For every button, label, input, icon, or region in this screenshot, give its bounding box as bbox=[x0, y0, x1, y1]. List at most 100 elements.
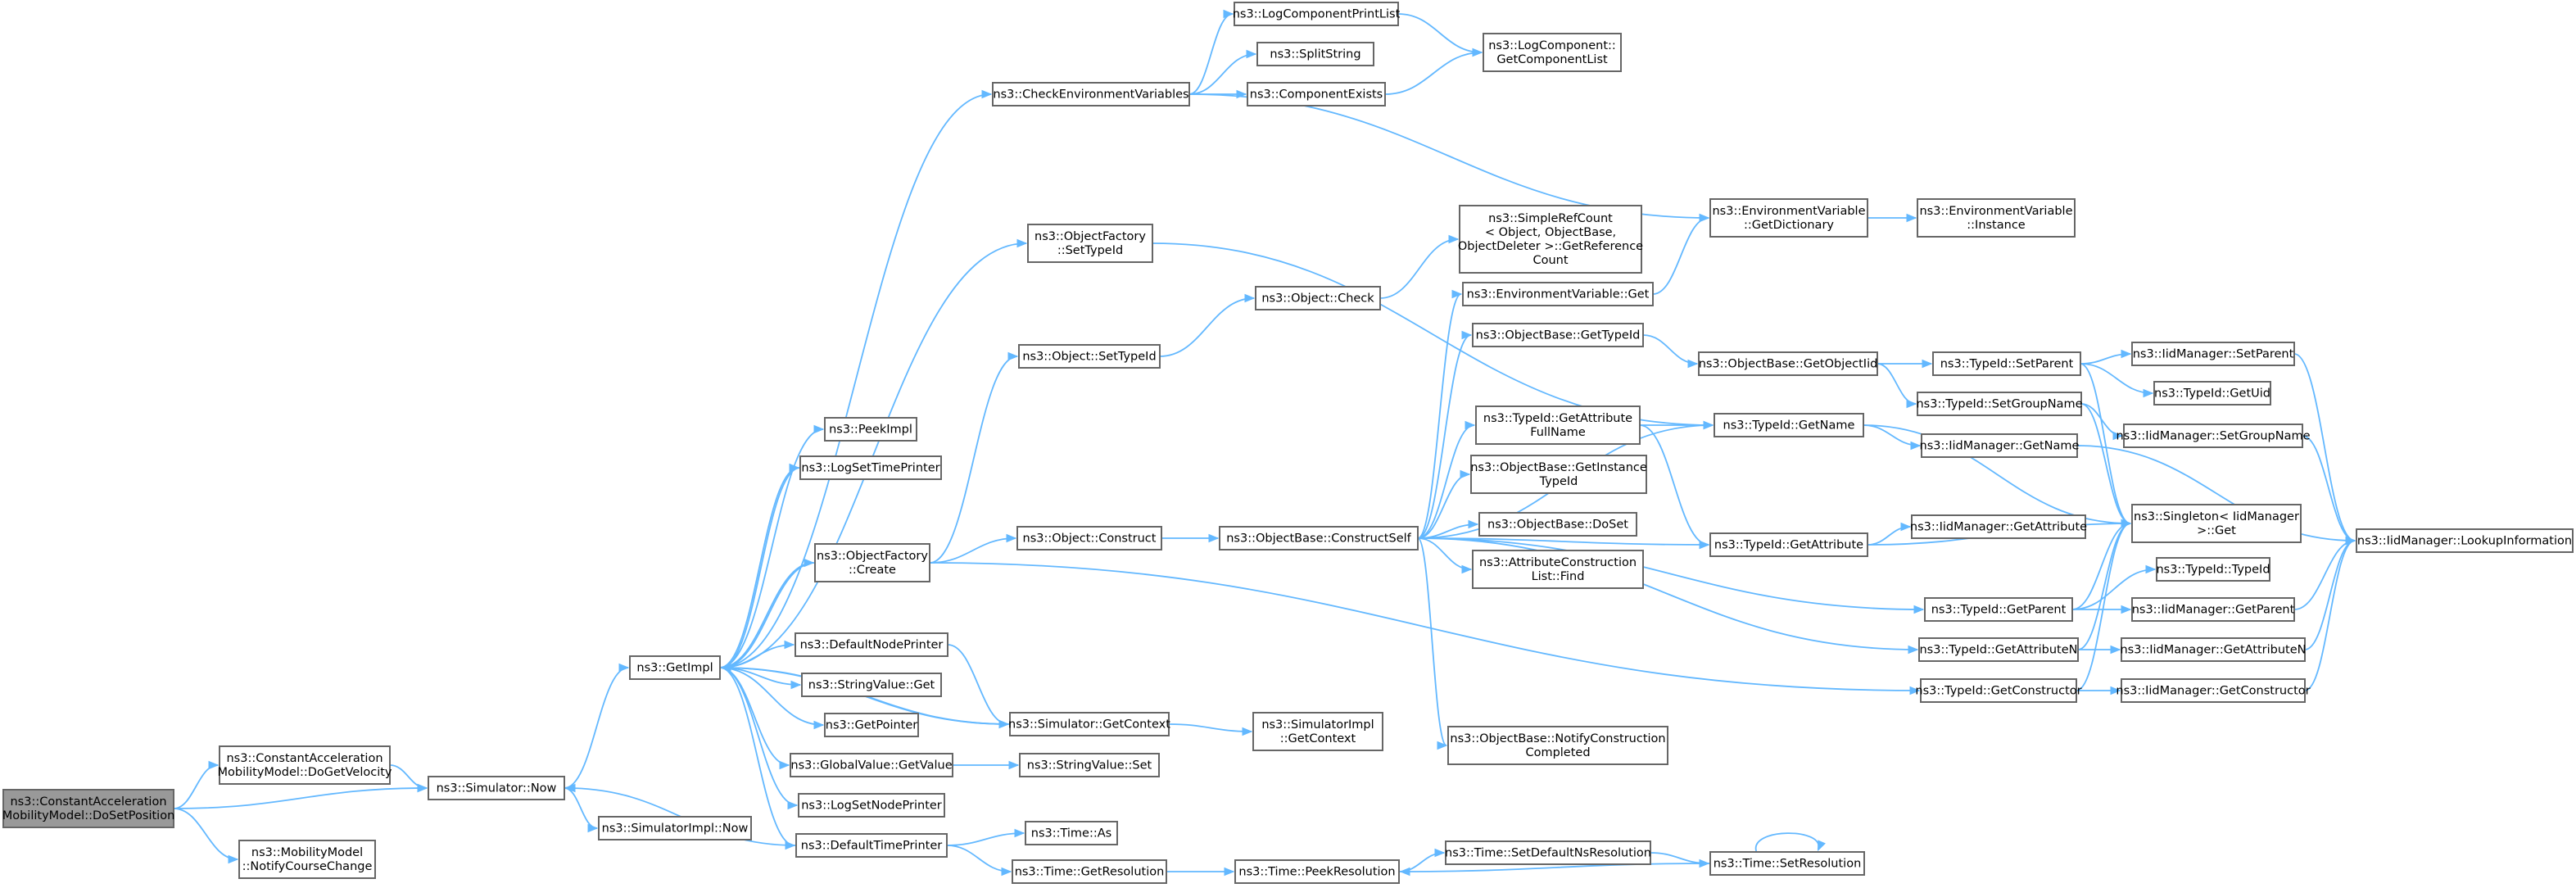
node-notify-course[interactable]: ns3::MobilityModel::NotifyCourseChange bbox=[238, 840, 376, 879]
edge-arrowhead bbox=[1244, 293, 1256, 303]
edge-line bbox=[1397, 13, 1483, 53]
node-comp-exists[interactable]: ns3::ComponentExists bbox=[1247, 82, 1386, 106]
node-sim-impl-get-context[interactable]: ns3::SimulatorImpl::GetContext bbox=[1252, 712, 1383, 751]
edge-tid-get-attribute-to-iid-get-attribute bbox=[1867, 522, 1912, 546]
node-global-value-get-value[interactable]: ns3::GlobalValue::GetValue bbox=[790, 753, 953, 777]
edge-of-create-to-obj-construct bbox=[929, 533, 1017, 564]
edge-of-create-to-tid-get-constructor bbox=[929, 562, 1921, 695]
node-label: ns3::StringValue::Set bbox=[1027, 759, 1152, 772]
node-label: ns3::SimulatorImpl bbox=[1261, 718, 1374, 732]
node-label: ::NotifyCourseChange bbox=[242, 860, 373, 873]
node-env-get[interactable]: ns3::EnvironmentVariable::Get bbox=[1462, 282, 1654, 306]
node-time-as[interactable]: ns3::Time::As bbox=[1025, 821, 1118, 845]
node-ob-notify-construction[interactable]: ns3::ObjectBase::NotifyConstructionCompl… bbox=[1447, 726, 1668, 765]
node-obj-construct[interactable]: ns3::Object::Construct bbox=[1016, 526, 1162, 550]
node-tid-set-parent[interactable]: ns3::TypeId::SetParent bbox=[1932, 351, 2081, 376]
node-of-set-type-id[interactable]: ns3::ObjectFactory::SetTypeId bbox=[1027, 224, 1153, 263]
node-get-impl[interactable]: ns3::GetImpl bbox=[629, 655, 721, 680]
node-obj-set-type-id[interactable]: ns3::Object::SetTypeId bbox=[1018, 344, 1161, 369]
node-iid-get-attribute[interactable]: ns3::IidManager::GetAttribute bbox=[1910, 514, 2087, 539]
edge-arrowhead bbox=[2121, 605, 2132, 614]
node-do-get-velocity[interactable]: ns3::ConstantAccelerationMobilityModel::… bbox=[217, 745, 392, 785]
node-log-comp-print-list[interactable]: ns3::LogComponentPrintList bbox=[1233, 2, 1401, 26]
node-default-node-printer[interactable]: ns3::DefaultNodePrinter bbox=[795, 632, 948, 657]
node-label: ns3::Simulator::GetContext bbox=[1008, 718, 1170, 732]
node-tid-get-uid[interactable]: ns3::TypeId::GetUid bbox=[2153, 381, 2271, 405]
node-simple-ref-count[interactable]: ns3::SimpleRefCount< Object, ObjectBase,… bbox=[1458, 205, 1643, 274]
node-time-get-resolution[interactable]: ns3::Time::GetResolution bbox=[1012, 859, 1167, 884]
node-label: Count bbox=[1532, 254, 1568, 267]
edge-line bbox=[2077, 523, 2131, 650]
node-box bbox=[428, 776, 565, 800]
node-iid-get-attribute-n[interactable]: ns3::IidManager::GetAttributeN bbox=[2120, 637, 2307, 662]
node-string-value-set[interactable]: ns3::StringValue::Set bbox=[1019, 753, 1160, 777]
edge-line bbox=[2076, 523, 2131, 691]
node-singleton-get[interactable]: ns3::Singleton< IidManager>::Get bbox=[2131, 504, 2302, 543]
edge-line bbox=[1417, 424, 1475, 539]
edge-default-node-printer-to-sim-get-context bbox=[947, 644, 1010, 729]
node-label: ns3::ObjectBase::GetInstance bbox=[1470, 461, 1647, 474]
node-log-set-time-printer[interactable]: ns3::LogSetTimePrinter bbox=[799, 455, 942, 480]
node-time-set-default-ns-res[interactable]: ns3::Time::SetDefaultNsResolution bbox=[1445, 840, 1651, 865]
node-box bbox=[598, 816, 752, 840]
node-box bbox=[798, 793, 945, 818]
node-label: ns3::PeekImpl bbox=[829, 424, 912, 437]
node-obj-check[interactable]: ns3::Object::Check bbox=[1255, 286, 1381, 310]
node-tid-type-id[interactable]: ns3::TypeId::TypeId bbox=[2156, 557, 2270, 582]
edge-line bbox=[2076, 445, 2356, 541]
node-sim-impl-now[interactable]: ns3::SimulatorImpl::Now bbox=[598, 816, 752, 840]
node-label: < Object, ObjectBase, bbox=[1485, 226, 1616, 239]
node-ob-construct-self[interactable]: ns3::ObjectBase::ConstructSelf bbox=[1219, 526, 1419, 550]
node-label: ns3::AttributeConstruction bbox=[1479, 556, 1637, 569]
edge-time-get-resolution-to-time-peek-resolution bbox=[1166, 867, 1235, 877]
node-sim-now[interactable]: ns3::Simulator::Now bbox=[428, 776, 565, 800]
node-iid-get-name[interactable]: ns3::IidManager::GetName bbox=[1920, 433, 2080, 458]
edge-line bbox=[721, 562, 816, 668]
node-env-instance[interactable]: ns3::EnvironmentVariable::Instance bbox=[1917, 198, 2076, 238]
node-iid-set-group-name[interactable]: ns3::IidManager::SetGroupName bbox=[2116, 424, 2311, 448]
node-label: ns3::ObjectBase::DoSet bbox=[1487, 519, 1628, 532]
edge-line bbox=[564, 787, 598, 829]
node-get-pointer[interactable]: ns3::GetPointer bbox=[824, 713, 919, 737]
node-iid-get-parent[interactable]: ns3::IidManager::GetParent bbox=[2131, 597, 2295, 622]
edge-arrowhead bbox=[1818, 840, 1826, 852]
node-ob-get-type-id[interactable]: ns3::ObjectBase::GetTypeId bbox=[1472, 323, 1644, 347]
node-box bbox=[1255, 286, 1381, 310]
edge-root-to-sim-now bbox=[173, 783, 428, 809]
node-tid-get-name[interactable]: ns3::TypeId::GetName bbox=[1714, 413, 1864, 437]
node-iid-lookup-info[interactable]: ns3::IidManager::LookupInformation bbox=[2356, 528, 2574, 553]
node-tid-set-group-name[interactable]: ns3::TypeId::SetGroupName bbox=[1916, 392, 2083, 416]
node-peek-impl[interactable]: ns3::PeekImpl bbox=[824, 417, 917, 442]
node-env-get-dict[interactable]: ns3::EnvironmentVariable::GetDictionary bbox=[1709, 198, 1868, 238]
node-log-set-node-printer[interactable]: ns3::LogSetNodePrinter bbox=[798, 793, 945, 818]
edge-arrowhead bbox=[1016, 238, 1028, 248]
node-ob-get-object-iid[interactable]: ns3::ObjectBase::GetObjectIid bbox=[1698, 351, 1878, 376]
node-iid-set-parent[interactable]: ns3::IidManager::SetParent bbox=[2131, 342, 2295, 366]
node-iid-get-constructor[interactable]: ns3::IidManager::GetConstructor bbox=[2116, 678, 2311, 703]
node-box bbox=[795, 833, 948, 858]
node-tid-get-parent[interactable]: ns3::TypeId::GetParent bbox=[1924, 597, 2073, 622]
node-ob-do-set[interactable]: ns3::ObjectBase::DoSet bbox=[1478, 512, 1637, 537]
node-sim-get-context[interactable]: ns3::Simulator::GetContext bbox=[1008, 712, 1170, 736]
edge-arrowhead bbox=[981, 89, 993, 99]
node-string-value-get[interactable]: ns3::StringValue::Get bbox=[801, 673, 942, 697]
node-tid-get-attribute-n[interactable]: ns3::TypeId::GetAttributeN bbox=[1918, 637, 2079, 662]
edge-arrowhead bbox=[1014, 828, 1025, 838]
node-time-set-resolution[interactable]: ns3::Time::SetResolution bbox=[1709, 851, 1865, 876]
edge-line bbox=[1417, 537, 1918, 650]
node-check-env[interactable]: ns3::CheckEnvironmentVariables bbox=[992, 82, 1190, 106]
node-default-time-printer[interactable]: ns3::DefaultTimePrinter bbox=[795, 833, 948, 858]
edge-line bbox=[2302, 435, 2356, 541]
node-time-peek-resolution[interactable]: ns3::Time::PeekResolution bbox=[1234, 859, 1400, 884]
node-label: GetComponentList bbox=[1496, 53, 1608, 66]
node-label: ns3::TypeId::SetGroupName bbox=[1916, 398, 2082, 411]
node-tid-get-attribute[interactable]: ns3::TypeId::GetAttribute bbox=[1709, 532, 1868, 557]
node-get-comp-list[interactable]: ns3::LogComponent::GetComponentList bbox=[1483, 33, 1622, 72]
node-tid-get-constructor[interactable]: ns3::TypeId::GetConstructor bbox=[1915, 678, 2082, 703]
node-split-string[interactable]: ns3::SplitString bbox=[1256, 42, 1374, 66]
edge-obj-set-type-id-to-obj-check bbox=[1159, 293, 1256, 357]
node-of-create[interactable]: ns3::ObjectFactory::Create bbox=[814, 543, 930, 582]
